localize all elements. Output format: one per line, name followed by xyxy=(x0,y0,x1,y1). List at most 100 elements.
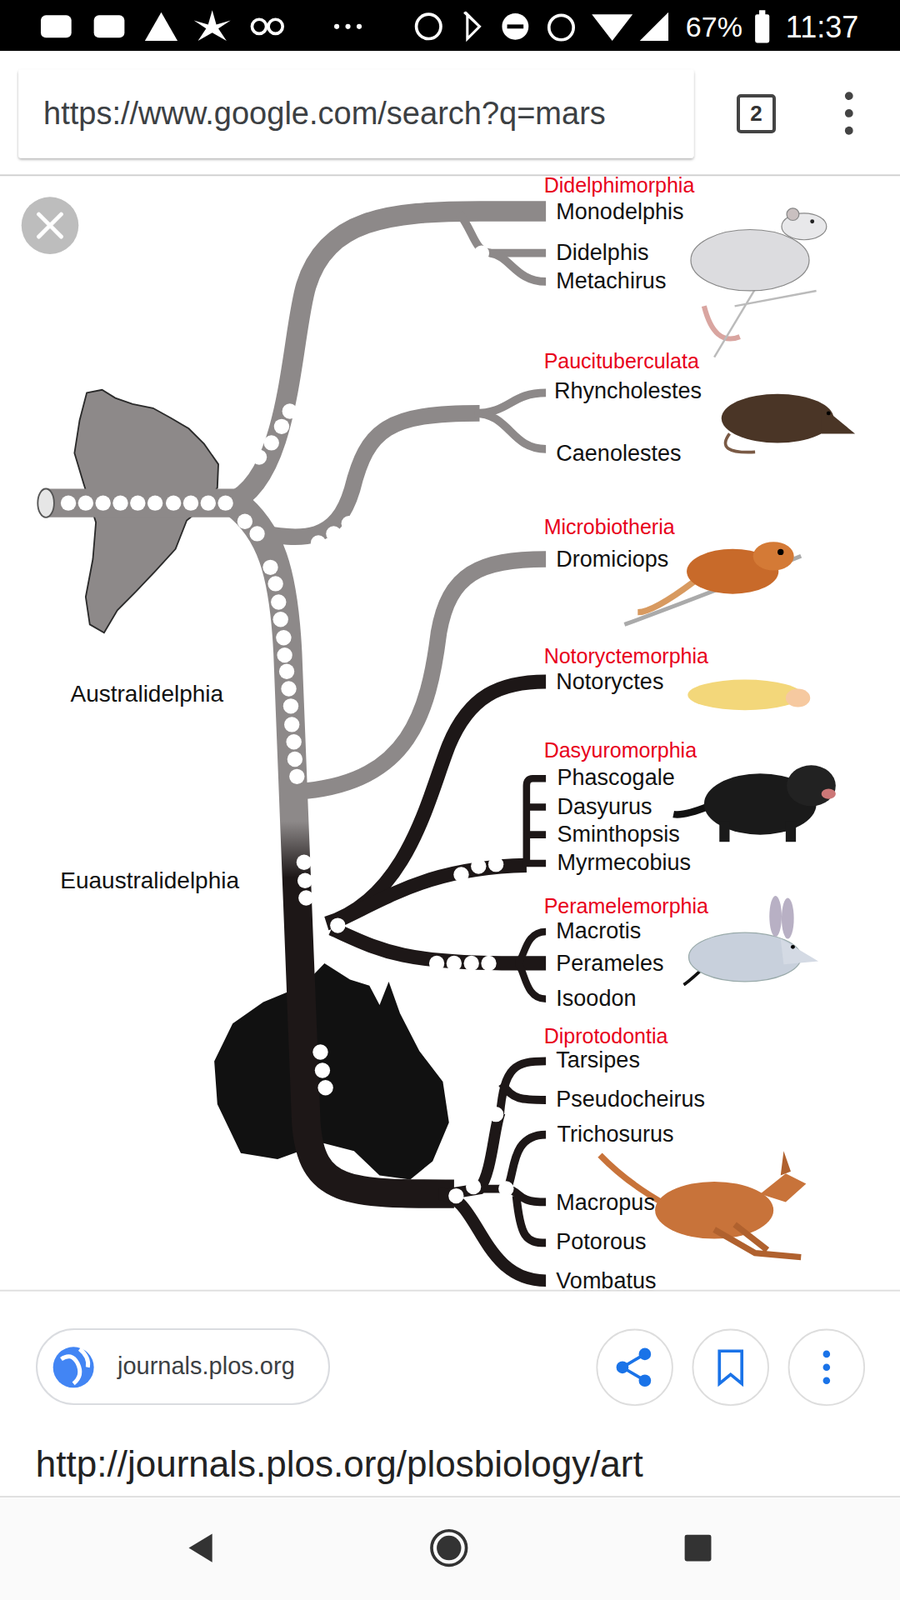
opossum-illustration xyxy=(690,208,827,358)
result-footer xyxy=(53,1346,95,1388)
branch-dot xyxy=(112,495,128,510)
branch-dot xyxy=(147,495,163,510)
branch-dot xyxy=(183,495,199,510)
bilby-illustration xyxy=(781,898,795,940)
order-name: Peramelemorphia xyxy=(544,894,709,919)
result-footer xyxy=(616,1348,652,1388)
kangaroo-illustration xyxy=(760,1173,806,1202)
status-bar xyxy=(40,15,72,38)
genus-name: Didelphis xyxy=(555,240,649,266)
url-bar: https://www.google.com/search?q=mars xyxy=(18,69,695,159)
branch-dot xyxy=(448,1188,464,1204)
marsupial-mole-illustration xyxy=(785,689,810,708)
tasmanian-devil-illustration xyxy=(785,821,796,842)
opossum-illustration xyxy=(810,219,815,224)
phylogenetic-tree xyxy=(490,253,546,282)
tasmanian-devil-illustration xyxy=(786,765,836,806)
result-footer xyxy=(189,1533,213,1562)
phylogenetic-tree xyxy=(230,210,547,503)
result-footer xyxy=(431,1530,467,1566)
branch-dot xyxy=(296,855,312,870)
status-bar xyxy=(640,12,669,41)
branch-dot xyxy=(217,495,233,510)
opossum-illustration xyxy=(690,230,810,291)
status-bar xyxy=(501,13,529,40)
branch-dot xyxy=(95,495,110,510)
browser-toolbar xyxy=(0,174,900,176)
tasmanian-devil-illustration xyxy=(821,789,836,800)
marsupial-mole-illustration xyxy=(687,680,802,711)
status-bar xyxy=(416,14,441,39)
bilby-illustration xyxy=(780,939,819,965)
phylogenetic-tree xyxy=(516,1195,547,1243)
branch-dot xyxy=(317,1080,333,1095)
result-footer xyxy=(823,1376,831,1385)
source-chip: journals.plos.org xyxy=(35,1328,330,1405)
result-footer xyxy=(692,1330,769,1406)
branch-dot xyxy=(289,769,305,785)
branch-dot xyxy=(165,495,181,510)
branch-dot xyxy=(262,560,278,575)
branch-dot xyxy=(341,515,357,531)
genus-name: Metachirus xyxy=(555,268,666,295)
browser-toolbar xyxy=(845,109,854,118)
order-name: Dasyuromorphia xyxy=(544,738,697,763)
phylogenetic-tree xyxy=(235,503,455,1195)
branch-dot xyxy=(130,495,145,510)
genus-name: Caenolestes xyxy=(555,440,681,467)
status-bar xyxy=(356,24,362,30)
phylogenetic-tree xyxy=(515,931,546,1000)
branch-dot xyxy=(78,495,94,510)
status-text: 67% xyxy=(685,11,743,45)
result-footer xyxy=(596,1330,673,1406)
browser-toolbar xyxy=(845,91,854,100)
genus-name: Trichosurus xyxy=(557,1121,675,1148)
status-bar xyxy=(755,14,770,43)
order-name: Didelphimorphia xyxy=(544,172,695,197)
order-name: Notoryctemorphia xyxy=(544,644,709,669)
result-footer xyxy=(719,1350,742,1384)
genus-name: Myrmecobius xyxy=(557,850,692,876)
phylogenetic-tree xyxy=(37,210,546,1280)
phylogenetic-tree xyxy=(500,1060,546,1115)
branch-dot xyxy=(264,435,280,450)
source-url: http://journals.plos.org/plosbiology/art xyxy=(35,1443,644,1486)
status-bar xyxy=(145,12,178,41)
branch-dot xyxy=(275,630,291,645)
tab-count-box: 2 xyxy=(736,94,776,134)
status-bar xyxy=(40,10,770,43)
genus-name: Notoryctes xyxy=(555,670,664,696)
branch-dot xyxy=(279,664,295,680)
status-bar xyxy=(759,10,765,15)
branch-dots xyxy=(60,245,515,1204)
genus-name: Macrotis xyxy=(555,918,641,945)
phylogenetic-tree xyxy=(331,865,527,924)
branch-dot xyxy=(470,858,486,874)
result-footer xyxy=(823,1364,831,1372)
branch-dot xyxy=(498,1180,514,1196)
phylogenetic-tree xyxy=(474,413,546,450)
status-bar xyxy=(507,24,525,29)
status-bar xyxy=(549,15,574,40)
status-bar xyxy=(94,15,125,38)
branch-dot xyxy=(453,866,469,882)
result-footer xyxy=(436,1535,461,1560)
shrew-opossum-illustration xyxy=(821,405,855,434)
australia-silhouette xyxy=(214,963,450,1180)
status-bar xyxy=(464,12,480,40)
status-bar xyxy=(251,19,266,34)
browser-toolbar xyxy=(845,91,854,135)
branch-dot xyxy=(298,890,314,905)
genus-name: Potorous xyxy=(555,1230,646,1256)
phylogenetic-tree xyxy=(305,559,546,791)
order-name: Paucituberculata xyxy=(544,349,700,374)
phylogenetic-tree xyxy=(250,413,480,537)
genus-name: Dromiciops xyxy=(555,547,669,574)
genus-name: Sminthopsis xyxy=(557,821,680,848)
branch-dot xyxy=(284,716,300,732)
genus-name: Pseudocheirus xyxy=(555,1086,705,1113)
status-bar xyxy=(0,0,900,51)
tasmanian-devil-illustration xyxy=(719,821,730,842)
kangaroo-illustration xyxy=(780,1150,791,1175)
